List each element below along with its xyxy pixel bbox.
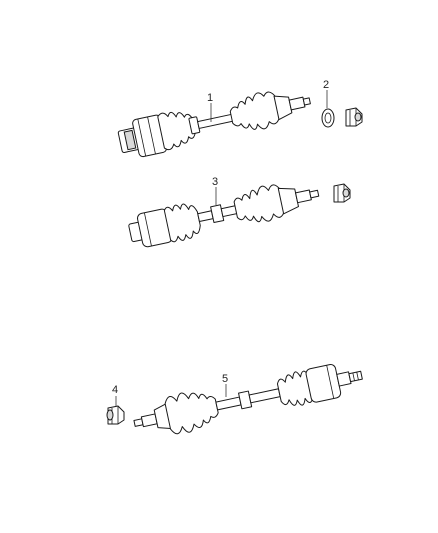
drive-shaft-lower (133, 363, 363, 435)
washer (321, 108, 335, 128)
callout-1: 1 (207, 92, 213, 104)
hub-nut-middle (333, 183, 351, 203)
hub-nut-lower (106, 405, 125, 425)
callout-5: 5 (222, 373, 228, 385)
callout-4: 4 (112, 384, 118, 396)
hub-nut-upper (345, 107, 363, 127)
drive-shaft-middle (128, 184, 320, 248)
callout-3: 3 (212, 176, 218, 188)
callout-2: 2 (323, 79, 329, 91)
drive-shaft-upper (117, 91, 311, 158)
